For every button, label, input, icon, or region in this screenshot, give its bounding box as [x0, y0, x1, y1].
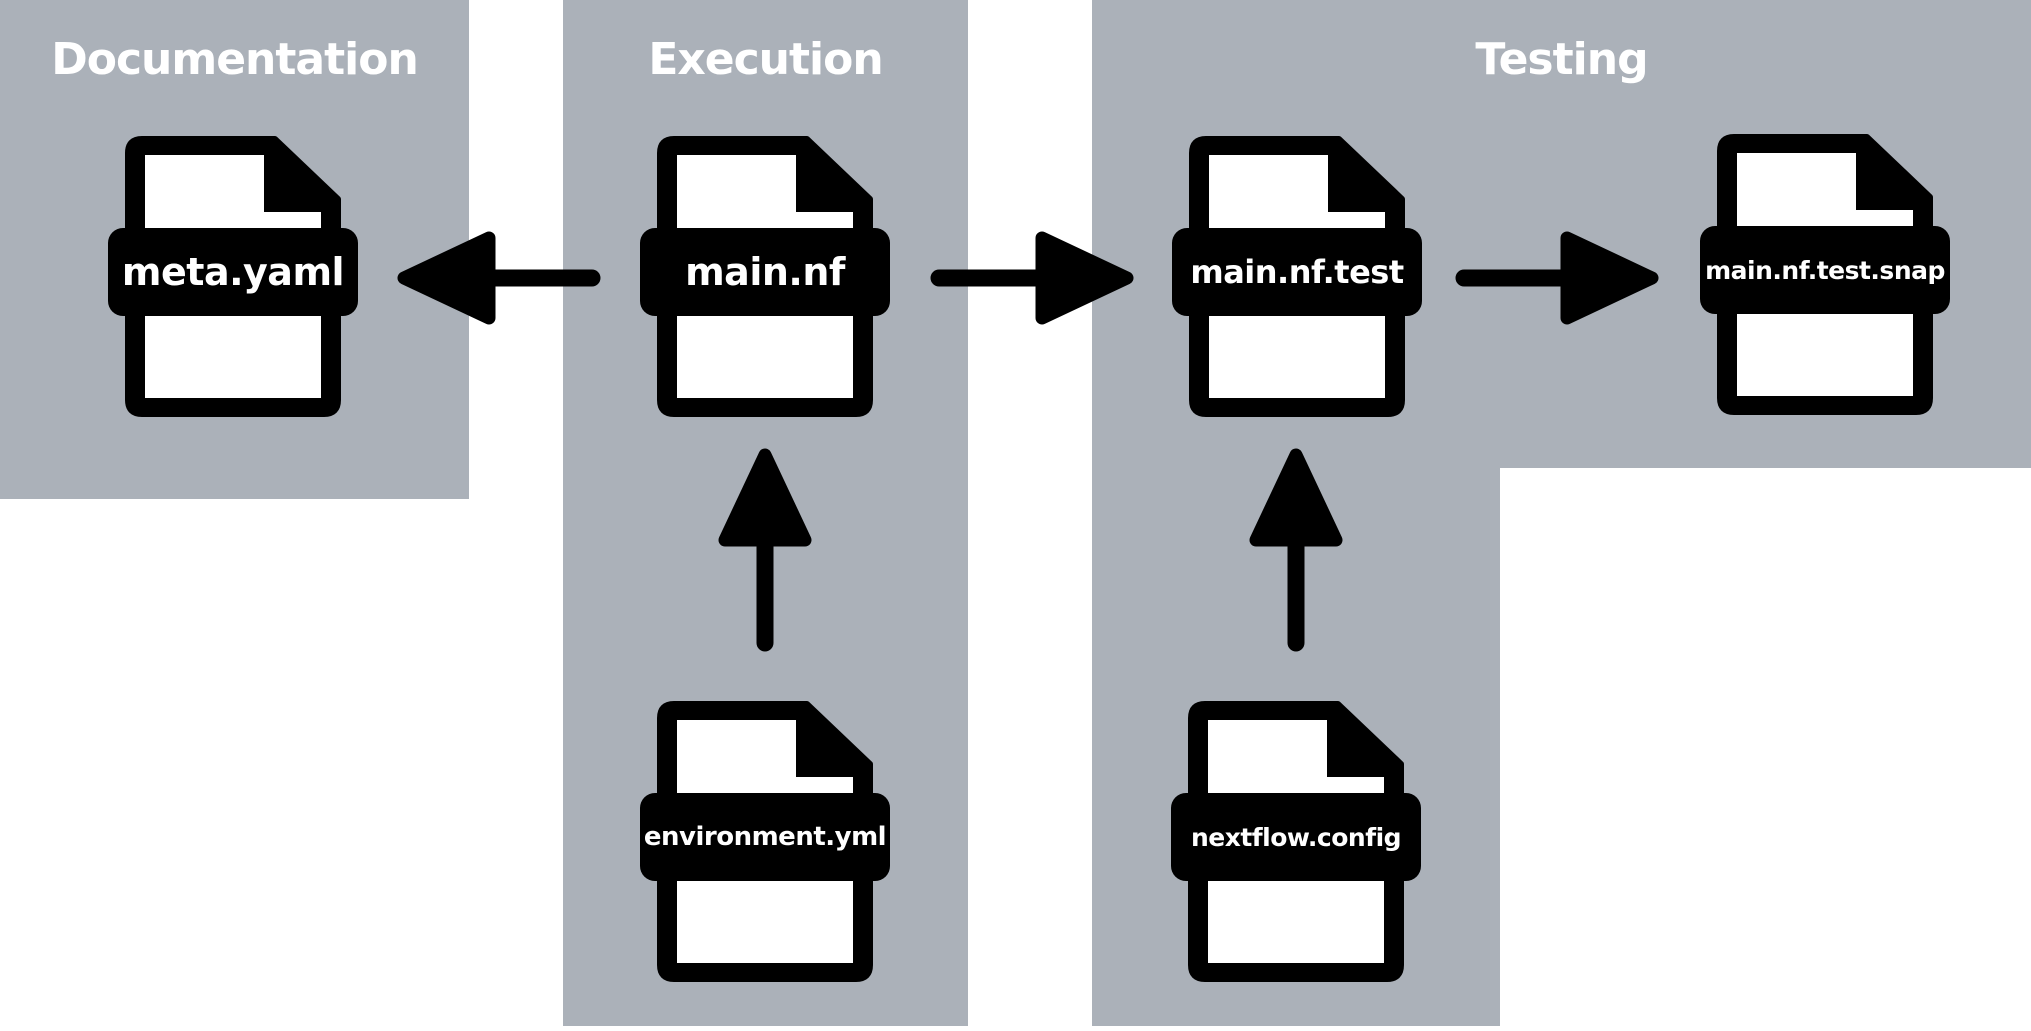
file-name: main.nf.test	[1190, 253, 1404, 291]
file-label-band: nextflow.config	[1171, 793, 1421, 881]
file-label-band: environment.yml	[640, 793, 890, 881]
file-name: main.nf	[685, 250, 845, 294]
documentation-title: Documentation	[51, 34, 419, 85]
file-main-nf-test: main.nf.test	[1172, 132, 1422, 422]
file-nextflow-config: nextflow.config	[1171, 697, 1421, 987]
arrow-main-nf-to-meta-yaml	[397, 231, 601, 325]
file-environment-yml: environment.yml	[640, 697, 890, 987]
file-main-nf: main.nf	[640, 132, 890, 422]
file-name: nextflow.config	[1190, 822, 1402, 852]
arrow-environment-yml-to-main-nf	[718, 448, 812, 652]
execution-title: Execution	[648, 34, 883, 85]
file-main-nf-test-snap: main.nf.test.snap	[1700, 130, 1950, 420]
file-name: environment.yml	[643, 822, 887, 852]
file-label-band: main.nf.test.snap	[1700, 226, 1950, 314]
testing-title: Testing	[1475, 34, 1648, 85]
file-name: meta.yaml	[121, 250, 345, 294]
file-name: main.nf.test.snap	[1705, 255, 1945, 285]
file-meta-yaml: meta.yaml	[108, 132, 358, 422]
file-label-band: main.nf.test	[1172, 228, 1422, 316]
arrow-nextflow-config-to-main-nf-test	[1249, 448, 1343, 652]
arrow-main-nf-test-to-snap	[1455, 231, 1659, 325]
file-label-band: main.nf	[640, 228, 890, 316]
arrow-main-nf-to-main-nf-test	[930, 231, 1134, 325]
file-label-band: meta.yaml	[108, 228, 358, 316]
